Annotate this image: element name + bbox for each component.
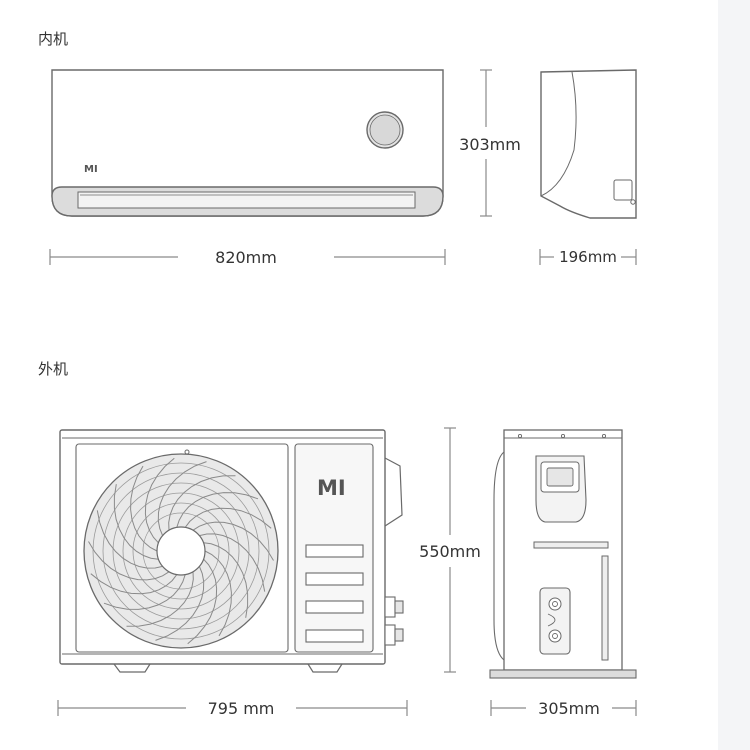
outdoor-vent-slots: [305, 544, 364, 643]
outdoor-fan-grille: [75, 443, 289, 653]
fan-blade: [96, 510, 163, 569]
indoor-depth-label: 196mm: [559, 248, 617, 266]
outdoor-depth-label: 305mm: [538, 699, 600, 718]
fan-blade: [203, 542, 249, 618]
fan-blade: [168, 475, 236, 531]
fan-blade: [88, 541, 170, 581]
outdoor-height-label: 550mm: [419, 542, 481, 561]
vent-slot: [305, 544, 364, 558]
indoor-side-port: [613, 179, 633, 201]
indoor-logo: MI: [84, 164, 98, 175]
indoor-width-label: 820mm: [215, 248, 277, 267]
indoor-height-dimension: [480, 69, 492, 217]
fan-blade: [204, 550, 232, 637]
indoor-side-view: [540, 69, 637, 219]
outdoor-width-label: 795 mm: [208, 699, 275, 718]
indoor-louver: [77, 191, 416, 209]
outdoor-pipe-valves: [384, 596, 404, 646]
outdoor-side-view: [489, 429, 637, 679]
fan-grille-ring: [102, 472, 260, 630]
outdoor-foot-right: [307, 663, 343, 673]
fan-blade: [126, 571, 194, 627]
fan-blade: [113, 484, 159, 560]
fan-grille-ring: [142, 512, 220, 590]
indoor-front-view: [51, 69, 444, 217]
fan-blade: [187, 558, 218, 645]
vent-slot: [305, 600, 364, 614]
fan-blade: [184, 507, 272, 529]
outdoor-logo: MI: [317, 476, 346, 500]
outdoor-height-dimension: [444, 427, 456, 673]
indoor-side-curve: [540, 71, 577, 197]
fan-blade: [90, 573, 178, 595]
fan-blade: [130, 465, 158, 552]
outdoor-fan: [83, 453, 279, 649]
vent-slot: [305, 572, 364, 586]
outdoor-width-dimension: [57, 700, 408, 716]
fan-blade: [144, 457, 175, 544]
fan-blade: [103, 574, 186, 610]
fan-blade: [157, 461, 207, 536]
side-strip: [718, 0, 750, 750]
fan-hub: [156, 526, 206, 576]
indoor-section-label: 内机: [38, 30, 68, 48]
indoor-width-dimension: [49, 249, 446, 265]
fan-grille-ring: [132, 502, 230, 600]
outdoor-foot-left: [113, 663, 151, 673]
outdoor-side-base: [489, 669, 637, 679]
fan-blade: [192, 521, 274, 561]
indoor-side-body: [540, 69, 637, 219]
fan-blade: [176, 492, 259, 528]
indoor-depth-dimension: [539, 249, 637, 265]
outdoor-section-label: 外机: [38, 360, 68, 378]
fan-blade: [199, 533, 266, 592]
outdoor-depth-dimension: [490, 700, 637, 716]
fan-blade: [155, 566, 205, 641]
vent-slot: [305, 629, 364, 643]
outdoor-rear-housing: [384, 457, 403, 527]
fan-grille-ring: [92, 462, 270, 640]
fan-grille-ring: [112, 482, 250, 620]
indoor-height-label: 303mm: [459, 135, 521, 154]
fan-grille-ring: [122, 492, 240, 610]
